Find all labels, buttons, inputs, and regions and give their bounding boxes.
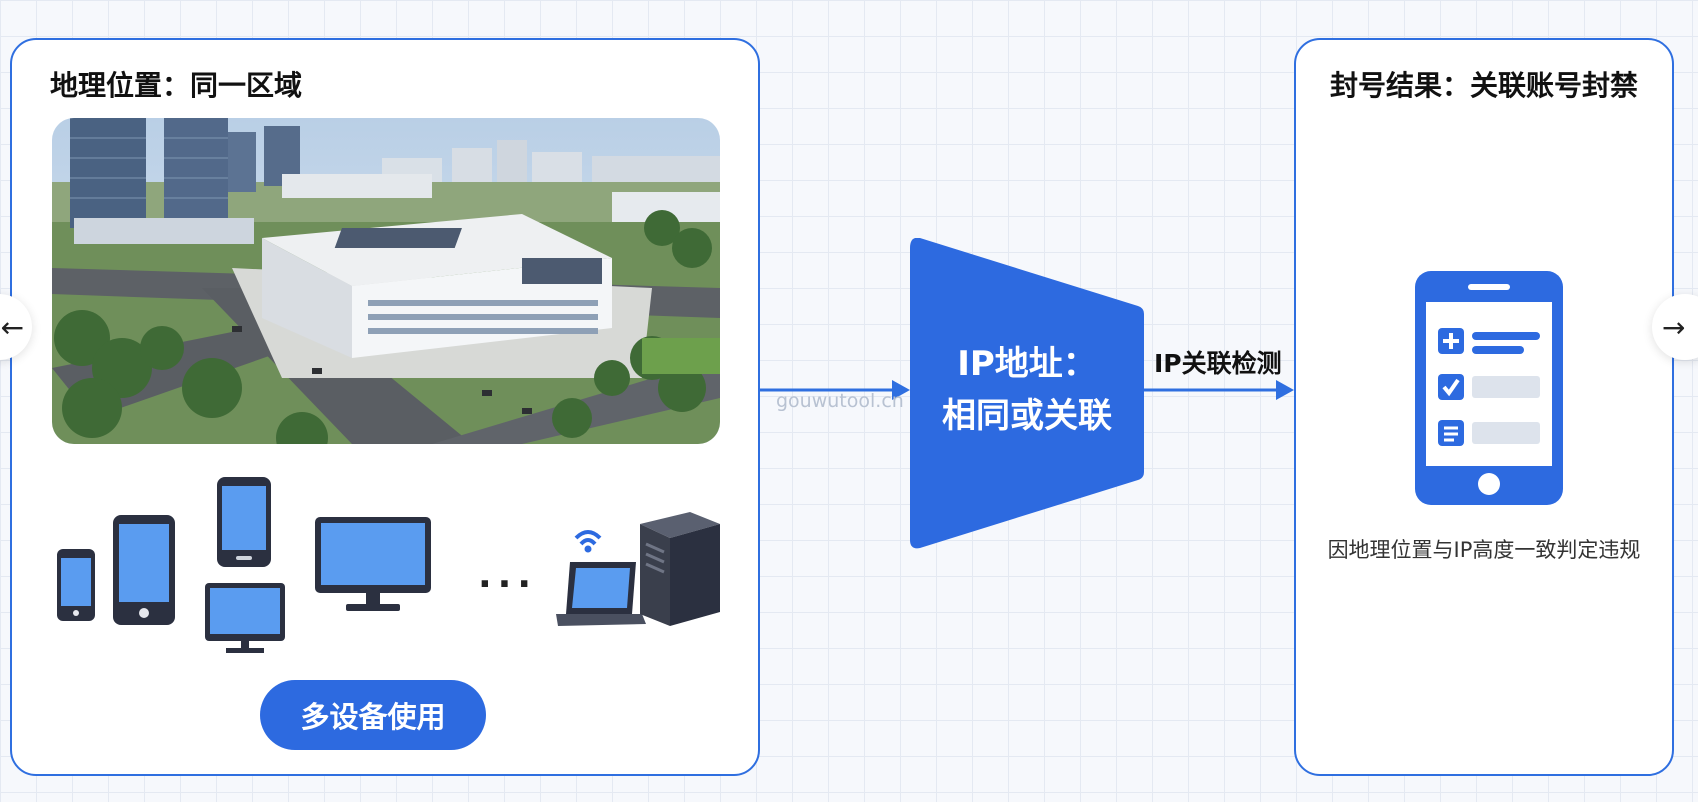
phone-icon: [57, 549, 95, 621]
tablet-icon: [113, 515, 175, 625]
left-panel-title: 地理位置：同一区域: [50, 69, 303, 102]
verdict-text: 因地理位置与IP高度一致判定违规: [1327, 538, 1641, 562]
ip-subtitle: 相同或关联: [942, 396, 1112, 436]
arrow-head-left: [892, 380, 910, 400]
more-devices-ellipsis: ···: [478, 564, 538, 605]
arrow-right-icon: →: [1662, 310, 1686, 344]
multi-device-button[interactable]: 多设备使用: [260, 680, 486, 750]
right-panel-title: 封号结果：关联账号封禁: [1329, 69, 1638, 102]
next-slide-button[interactable]: →: [1652, 294, 1698, 360]
laptop-wifi-icon: [556, 530, 646, 626]
ip-address-label: IP地址： 相同或关联: [912, 338, 1142, 442]
arrow-left-icon: ←: [0, 310, 24, 344]
tower-pc-icon: [640, 512, 720, 626]
monitor-icon: [315, 517, 431, 611]
right-panel-result: 封号结果：关联账号封禁 因地理位置与IP高度一致判定违规: [1294, 38, 1674, 776]
aerial-campus-photo: [52, 118, 720, 444]
ip-address-trapezoid: [910, 238, 1144, 549]
prev-slide-button[interactable]: ←: [0, 294, 32, 360]
ip-association-check-label: IP关联检测: [1154, 349, 1282, 378]
tablet-icon: [205, 583, 285, 653]
phone-checklist-icon: [1415, 271, 1563, 505]
phone-icon: [217, 477, 271, 567]
left-panel-location: 地理位置：同一区域: [10, 38, 760, 776]
watermark: gouwutool.cn: [776, 390, 904, 412]
ip-title: IP地址：: [957, 344, 1097, 384]
arrow-head-right: [1276, 380, 1294, 400]
